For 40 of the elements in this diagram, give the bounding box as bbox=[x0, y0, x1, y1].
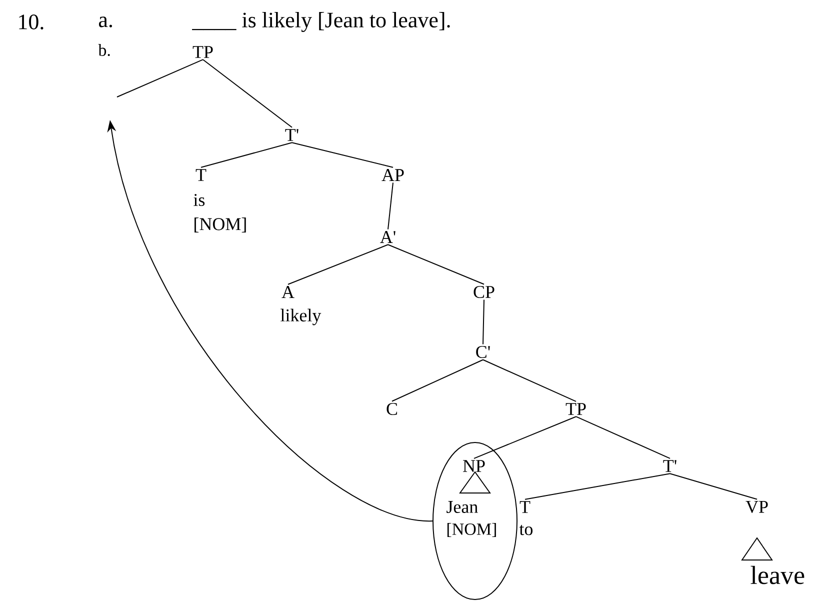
word-label: likely bbox=[280, 308, 322, 326]
word-label: [NOM] bbox=[194, 218, 246, 232]
tree-branch bbox=[670, 473, 758, 500]
word-label: is bbox=[194, 194, 205, 206]
tree-branch bbox=[482, 299, 484, 345]
node-label: AP bbox=[382, 169, 404, 181]
node-label: TP bbox=[566, 403, 586, 415]
tree-branch bbox=[288, 244, 388, 285]
tree-branch bbox=[482, 359, 576, 402]
tree-branch bbox=[388, 244, 484, 285]
node-label: T' bbox=[285, 129, 298, 141]
word-label: [NOM] bbox=[447, 522, 496, 538]
tree-branch bbox=[388, 182, 394, 230]
tree-branch bbox=[292, 142, 394, 168]
word-label: Jean bbox=[446, 501, 478, 513]
example-number: 10. bbox=[19, 14, 44, 30]
node-label: NP bbox=[463, 460, 485, 472]
node-label: TP bbox=[192, 46, 213, 58]
node-label: A' bbox=[380, 231, 396, 243]
word-label: to bbox=[519, 524, 533, 536]
item-letter: b. bbox=[98, 44, 110, 56]
ellipse bbox=[432, 442, 518, 600]
node-label: T bbox=[196, 169, 206, 181]
word-label: leave bbox=[750, 566, 804, 584]
tree-branch bbox=[116, 59, 204, 98]
node-label: A bbox=[282, 286, 294, 298]
tree-branch bbox=[524, 473, 670, 500]
node-label: T bbox=[520, 501, 530, 513]
item-letter: a. bbox=[98, 16, 112, 28]
tree-branch bbox=[392, 359, 484, 402]
tree-branch bbox=[576, 416, 670, 459]
node-label: C' bbox=[476, 346, 490, 358]
node-label: VP bbox=[746, 500, 768, 514]
node-label: T' bbox=[663, 460, 676, 472]
tree-branch bbox=[202, 59, 292, 128]
node-label: CP bbox=[474, 286, 494, 298]
tree-branch bbox=[200, 142, 292, 168]
tree-branch bbox=[474, 416, 576, 459]
node-label: C bbox=[386, 402, 398, 416]
example-sentence: ____ is likely [Jean to leave]. bbox=[192, 12, 450, 32]
